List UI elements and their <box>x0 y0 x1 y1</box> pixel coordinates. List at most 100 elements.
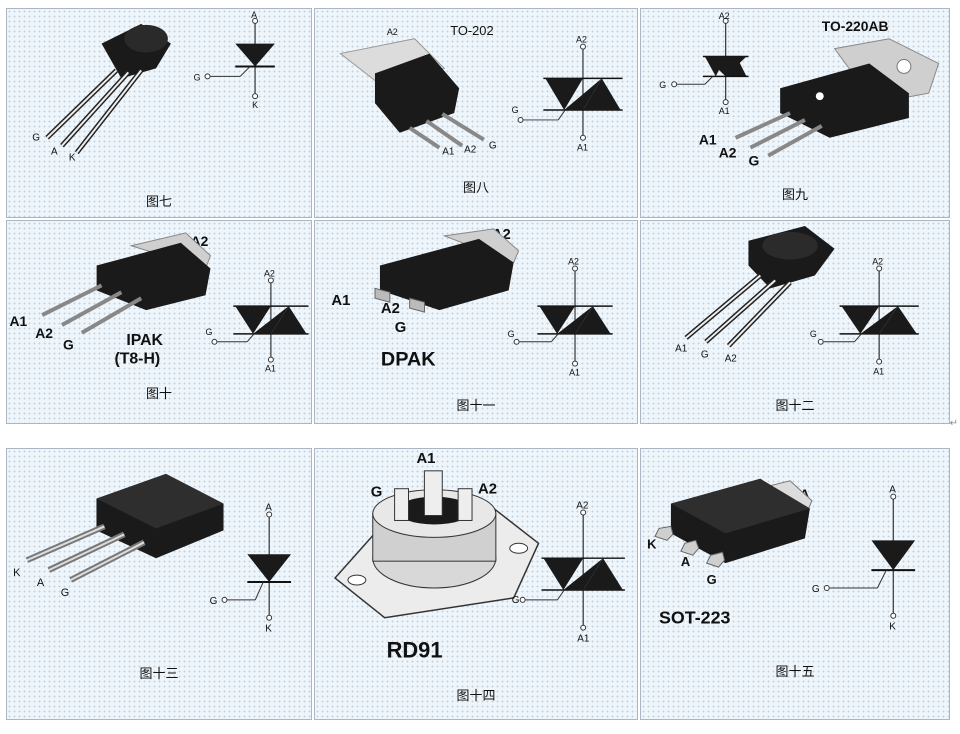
triac-symbol <box>211 277 309 363</box>
fig11-illustration: A2 A1 A2 G DPAK A2 G A1 <box>331 227 613 377</box>
symbol-pin-label: A2 <box>719 11 730 21</box>
fig7-illustration: G A K A G K <box>32 10 275 164</box>
cell-fig12: A1 G A2 A2 G A1 图十二 <box>640 220 950 424</box>
cell-fig14: A1 G A2 RD91 A2 <box>314 448 638 720</box>
scr-symbol <box>823 493 916 619</box>
figure-caption: 图七 <box>145 195 172 210</box>
pin-label: A1 <box>9 313 27 329</box>
scr-symbol <box>204 17 275 100</box>
dpak-package <box>374 228 520 313</box>
symbol-pin-label: G <box>512 595 520 606</box>
pin-label: A2 <box>387 27 398 37</box>
triac-symbol <box>519 509 625 631</box>
pin-label: A2 <box>478 482 497 498</box>
pin-label: A1 <box>416 451 435 467</box>
cell-fig8: TO-202 A2 A1 A2 G A2 G A1 图八 <box>314 8 638 218</box>
symbol-pin-label: A2 <box>568 257 579 267</box>
symbol-pin-label: A <box>251 10 257 20</box>
figure-caption: 图十三 <box>139 667 179 682</box>
symbol-pin-label: A2 <box>576 501 589 512</box>
symbol-pin-label: A1 <box>569 367 580 377</box>
symbol-pin-label: A2 <box>264 268 275 278</box>
pin-label: A2 <box>719 145 737 161</box>
symbol-pin-label: K <box>889 622 896 633</box>
symbol-pin-label: A <box>889 485 896 496</box>
symbol-pin-label: A1 <box>873 366 884 376</box>
fig8-illustration: TO-202 A2 A1 A2 G A2 G A1 <box>339 23 623 158</box>
pin-label: G <box>748 152 759 168</box>
symbol-pin-label: G <box>512 105 519 115</box>
package-name: TO-202 <box>450 23 493 38</box>
pin-label: G <box>61 587 69 599</box>
package-name: DPAK <box>381 349 436 371</box>
symbol-pin-label: G <box>810 329 817 339</box>
fig10-illustration: A2 A1 A2 G IPAK (T8-H) A2 G A1 <box>9 232 309 374</box>
pin-label: A2 <box>725 354 737 365</box>
pin-label: A <box>37 577 45 589</box>
figure-caption: 图十五 <box>775 665 815 680</box>
scr-symbol <box>221 511 292 621</box>
to202-package <box>339 38 485 150</box>
fig12-illustration: A1 G A2 A2 G A1 <box>675 225 919 376</box>
to92-package <box>45 23 171 155</box>
package-name: SOT-223 <box>659 608 731 628</box>
paragraph-mark: ↵ <box>949 418 958 429</box>
figure-caption: 图八 <box>462 181 489 196</box>
pin-label: A2 <box>35 325 53 341</box>
triac-symbol <box>817 265 919 365</box>
pin-label: A1 <box>331 293 350 309</box>
cell-fig10: A2 A1 A2 G IPAK (T8-H) A2 G A1 <box>6 220 312 424</box>
cell-fig15: A K A G SOT-223 A G K 图十五 <box>640 448 950 720</box>
triac-symbol <box>513 265 613 367</box>
pin-label: A2 <box>381 301 400 317</box>
fig9-illustration: TO-220AB A2 G A1 A1 A2 G <box>659 11 940 168</box>
symbol-pin-label: G <box>210 596 218 607</box>
pin-label: K <box>69 153 76 164</box>
fig15-illustration: A K A G SOT-223 A G K <box>647 478 916 633</box>
to92-flat-package <box>25 473 224 583</box>
pin-label: G <box>32 133 40 144</box>
figure-caption: 图九 <box>781 188 808 203</box>
pin-label: A <box>681 554 690 569</box>
symbol-pin-label: A1 <box>577 143 588 153</box>
symbol-pin-label: A2 <box>576 35 587 45</box>
figure-caption: 图十 <box>145 387 172 402</box>
pin-label: G <box>63 337 74 353</box>
scr-symbol <box>671 17 749 106</box>
symbol-pin-label: G <box>659 80 666 90</box>
pin-label: G <box>371 485 383 501</box>
pin-label: G <box>701 350 709 361</box>
symbol-pin-label: A1 <box>577 634 590 645</box>
symbol-pin-label: K <box>252 100 258 110</box>
package-name: IPAK <box>126 332 163 349</box>
package-name-alt: (T8-H) <box>114 351 160 368</box>
pin-label: A1 <box>442 147 455 158</box>
symbol-pin-label: G <box>194 72 201 82</box>
symbol-pin-label: A1 <box>719 106 730 116</box>
pin-label: A1 <box>699 132 717 148</box>
pin-label: G <box>707 572 717 587</box>
pin-label: G <box>395 320 407 336</box>
symbol-pin-label: G <box>508 329 515 339</box>
to220-package <box>734 38 940 158</box>
symbol-pin-label: A1 <box>265 364 276 374</box>
pin-label: K <box>13 567 21 579</box>
pin-label: A <box>51 147 58 158</box>
pin-label: A1 <box>675 344 688 355</box>
cell-fig11: A2 A1 A2 G DPAK A2 G A1 图十一 <box>314 220 638 424</box>
pin-label: G <box>489 141 497 152</box>
figure-caption: 图十一 <box>456 399 496 414</box>
fig13-illustration: K A G A G K <box>13 473 292 635</box>
to92-package <box>684 225 835 348</box>
pin-label: K <box>647 536 657 551</box>
symbol-pin-label: K <box>265 624 272 635</box>
fig14-illustration: A1 G A2 RD91 A2 <box>333 451 625 662</box>
symbol-pin-label: A <box>265 503 272 514</box>
rd91-package <box>333 470 540 619</box>
symbol-pin-label: A2 <box>872 257 883 267</box>
pin-label: A2 <box>464 145 476 156</box>
symbol-pin-label: G <box>206 327 213 337</box>
triac-symbol <box>517 43 623 141</box>
cell-fig13: K A G A G K 图十三 <box>6 448 312 720</box>
figure-caption: 图十二 <box>775 399 815 414</box>
